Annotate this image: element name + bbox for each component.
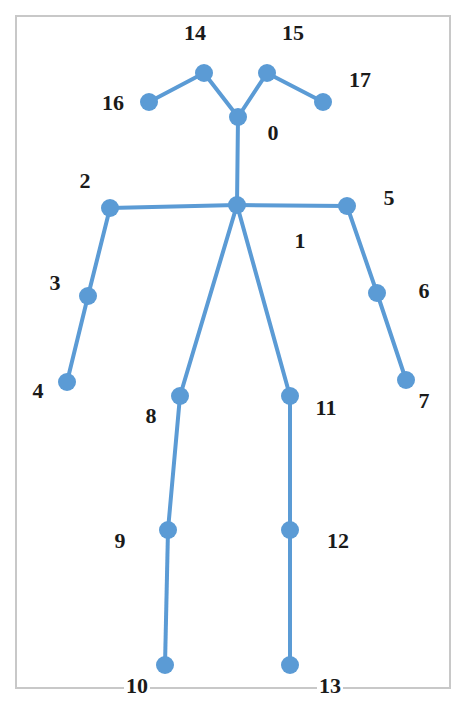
callout-number: 7 — [417, 390, 432, 412]
callout-number: 0 — [266, 122, 281, 144]
callout-number: 8 — [144, 405, 159, 427]
callout-number: 2 — [78, 170, 93, 192]
bones — [67, 73, 406, 665]
callout-number: 13 — [317, 675, 343, 697]
callout-number: 14 — [182, 22, 208, 44]
callout-number: 6 — [417, 280, 432, 302]
callout-number: 10 — [124, 675, 150, 697]
callout-number: 1 — [293, 230, 308, 252]
callout-number: 17 — [347, 69, 373, 91]
joints — [58, 64, 415, 674]
callout-number: 4 — [31, 380, 46, 402]
callout-number: 11 — [314, 397, 339, 419]
callout-number: 3 — [48, 272, 63, 294]
callout-number: 16 — [100, 92, 126, 114]
callout-number: 15 — [280, 22, 306, 44]
callout-number: 5 — [382, 187, 397, 209]
callout-number: 9 — [113, 530, 128, 552]
callout-number: 12 — [325, 530, 351, 552]
frame — [16, 16, 450, 688]
